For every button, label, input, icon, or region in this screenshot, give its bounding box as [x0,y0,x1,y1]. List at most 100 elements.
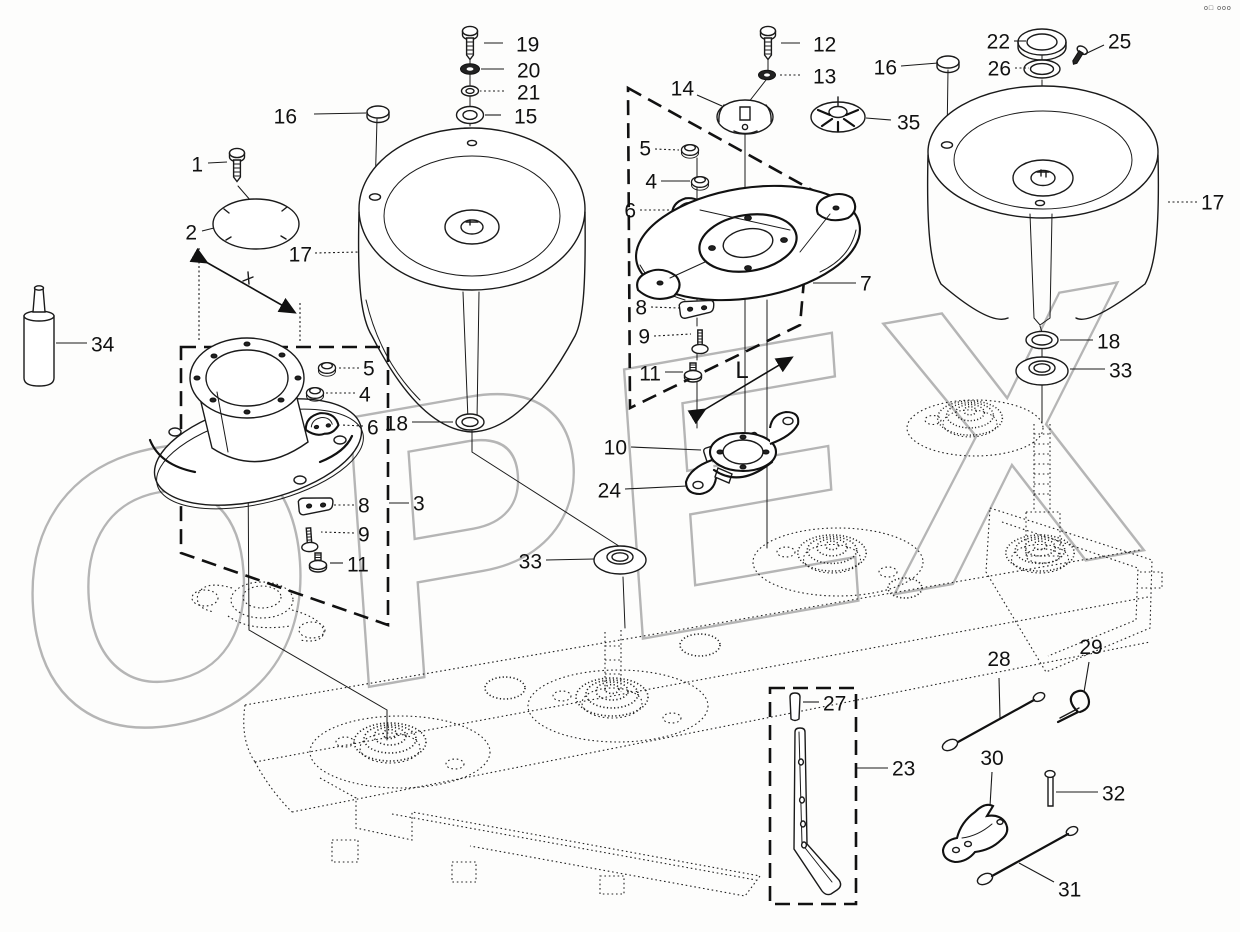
callout-21: 21 [480,81,540,104]
callout-17-left-label: 17 [289,243,312,266]
callout-3: 3 [389,492,425,515]
callout-11-mid: 11 [639,362,683,385]
callout-12-label: 12 [813,33,836,56]
clip-30 [941,803,1009,864]
callout-4-left-label: 4 [359,383,371,406]
callout-12: 12 [781,33,836,56]
ring-nut-22 [1017,28,1067,61]
bar-disc-3 [752,527,924,597]
callout-8-mid: 8 [635,296,680,319]
screw-19 [461,25,479,61]
callout-9-left: 9 [320,523,370,546]
swivel-hub-24 [684,410,800,496]
callout-2-label: 2 [185,221,197,244]
callout-14-label: 14 [671,77,695,100]
callout-11-left: 11 [330,553,369,576]
callout-11-left-label: 11 [347,553,369,576]
washer-21 [460,85,480,97]
callout-9-left-label: 9 [358,523,370,546]
callout-16-left-label: 16 [274,105,297,128]
callout-33-mid-label: 33 [519,550,542,573]
callout-17-left: 17 [289,243,360,266]
callout-29: 29 [1079,636,1103,693]
nut-5-mid [680,144,700,159]
callouts: 19 20 21 15 16 1 2 17 12 13 14 35 5 4 6 … [56,30,1224,901]
callout-22-label: 22 [987,30,1010,53]
oring-18-left [455,413,485,431]
callout-6-left: 6 [340,416,379,439]
callout-9-mid: 9 [638,325,692,348]
wire-28 [941,691,1046,752]
callout-4-mid-label: 4 [645,170,657,193]
r-clip-29 [1056,689,1091,724]
callout-20-label: 20 [517,59,540,82]
callout-26-label: 26 [988,57,1011,80]
callout-35: 35 [865,111,920,134]
callout-30-label: 30 [980,747,1003,770]
callout-28: 28 [987,648,1011,719]
callout-5-left: 5 [338,357,375,380]
callout-16-right: 16 [874,56,939,79]
bar-disc-4 [906,399,1044,457]
oring-26 [1023,59,1061,79]
bar-right-platform [985,424,1163,673]
callout-8-left: 8 [332,494,370,517]
callout-15: 15 [485,105,537,128]
callout-1: 1 [191,153,228,176]
nut-4-mid [690,176,710,191]
dimension-L-label: L [735,357,748,384]
watermark-text: OPEX [2,192,1171,830]
callout-34: 34 [56,333,115,356]
callout-6-mid: 6 [624,199,670,222]
dome-cap-14 [716,99,774,135]
callout-27: 27 [803,692,846,715]
washer-20 [460,63,480,75]
callout-27-label: 27 [823,692,846,715]
callout-35-label: 35 [897,111,920,134]
callout-17-right: 17 [1168,191,1224,214]
bar-disc-1 [309,715,491,789]
callout-25: 25 [1084,30,1131,55]
skid-bar [793,727,842,896]
washer-15 [455,105,485,125]
callout-23: 23 [857,757,915,780]
callout-19: 19 [484,33,539,56]
bearing-housing [148,337,364,510]
callout-18-right: 18 [1060,330,1120,353]
callout-31-label: 31 [1058,878,1081,901]
callout-8-mid-label: 8 [635,296,647,319]
callout-24-label: 24 [598,479,622,502]
corner-marks: o□ ooo [1204,5,1232,12]
callout-7-label: 7 [860,272,872,295]
callout-18-right-label: 18 [1097,330,1120,353]
callout-18-left: 18 [385,412,453,435]
pin-32 [1044,769,1056,807]
callout-11-mid-label: 11 [639,362,661,385]
callout-20: 20 [481,59,540,82]
callout-33-right-label: 33 [1109,359,1132,382]
cartridge-34 [23,285,55,387]
hub-assembly-box-3 [148,247,390,627]
right-drum [926,85,1160,326]
callout-21-label: 21 [517,81,540,104]
wire-31 [976,825,1079,886]
callout-30: 30 [980,747,1004,807]
callout-13: 13 [778,65,836,88]
callout-7: 7 [813,272,872,295]
callout-33-mid: 33 [519,550,595,573]
callout-5-mid-label: 5 [639,137,651,160]
callout-22: 22 [987,30,1026,53]
callout-18-left-label: 18 [385,412,408,435]
callout-5-left-label: 5 [363,357,375,380]
plug-16-left [366,105,390,124]
callout-10: 10 [604,436,702,459]
callout-32: 32 [1056,782,1125,805]
callout-15-label: 15 [514,105,537,128]
star-cap-35 [810,96,866,133]
callout-33-right: 33 [1070,359,1132,382]
callout-9-mid-label: 9 [638,325,650,348]
washer-33-mid [593,545,647,575]
callout-25-label: 25 [1108,30,1131,53]
callout-8-left-label: 8 [358,494,370,517]
